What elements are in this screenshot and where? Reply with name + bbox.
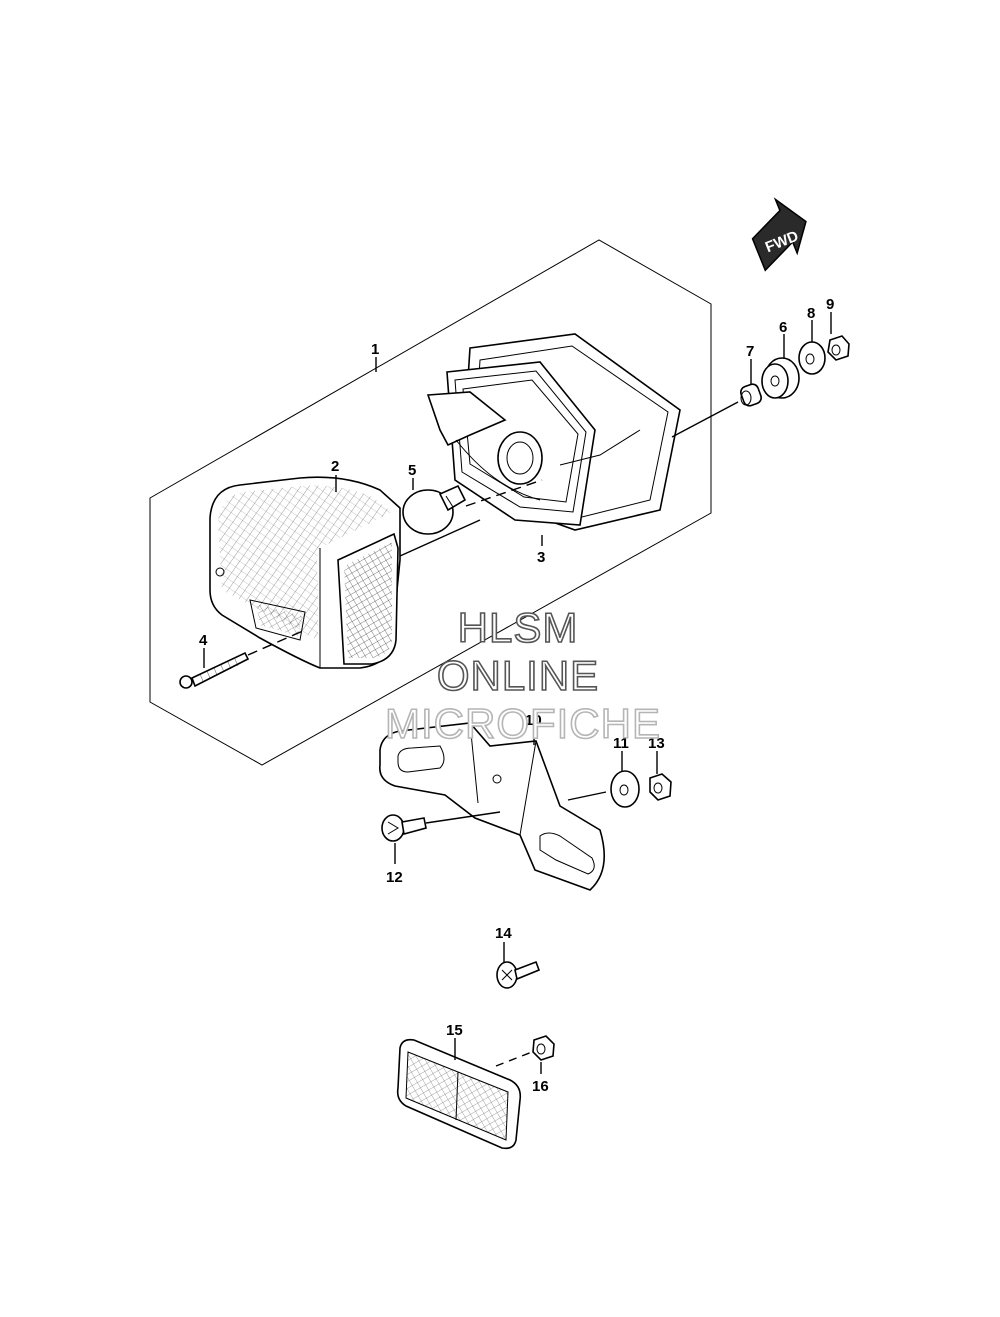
- bulb-part: [402, 484, 467, 535]
- callout-12: 12: [386, 869, 403, 886]
- grommet-part: [761, 357, 800, 399]
- callout-8: 8: [807, 305, 815, 322]
- reflector-part: [396, 1038, 522, 1150]
- callout-leaders: [203, 312, 832, 1074]
- bracket-washer-leader: [567, 791, 607, 801]
- bracket-part: [378, 722, 606, 891]
- callout-9: 9: [826, 296, 834, 313]
- fwd-arrow-icon: FWD: [751, 197, 807, 272]
- watermark-line3: MICROFICHE: [385, 700, 661, 747]
- callout-3: 3: [537, 549, 545, 566]
- bracket-nut-part: [649, 773, 672, 801]
- lens-leader: [399, 519, 481, 557]
- washer-part: [798, 341, 826, 375]
- callout-2: 2: [331, 458, 339, 475]
- bulb-leader: [465, 479, 543, 507]
- bracket-bolt-part: [381, 814, 427, 842]
- reflector-screw-part: [496, 960, 541, 989]
- callout-10: 10: [525, 712, 542, 729]
- callout-7: 7: [746, 343, 754, 360]
- lamp-housing-part: [426, 333, 681, 531]
- callout-5: 5: [408, 462, 416, 479]
- watermark-line2: ONLINE: [437, 652, 599, 699]
- callout-4: 4: [199, 632, 208, 649]
- callout-13: 13: [648, 735, 665, 752]
- collar-part: [740, 383, 762, 407]
- assembly-outline: [149, 239, 712, 766]
- stud-leader: [671, 401, 739, 438]
- callout-6: 6: [779, 319, 787, 336]
- bracket-washer-part: [610, 770, 640, 808]
- lens-screw-part: [179, 651, 250, 689]
- callout-1: 1: [371, 341, 379, 358]
- callout-15: 15: [446, 1022, 463, 1039]
- nut-part: [827, 335, 850, 361]
- reflector-nut-leader: [495, 1051, 533, 1067]
- lamp-lens-part: [209, 476, 401, 669]
- screw-leader: [247, 629, 306, 656]
- callout-11: 11: [613, 735, 629, 752]
- reflector-nut-part: [532, 1035, 555, 1061]
- callout-16: 16: [532, 1078, 549, 1095]
- callout-14: 14: [495, 925, 512, 942]
- bracket-bolt-leader: [425, 811, 501, 824]
- watermark-line1: HLSM: [458, 604, 579, 651]
